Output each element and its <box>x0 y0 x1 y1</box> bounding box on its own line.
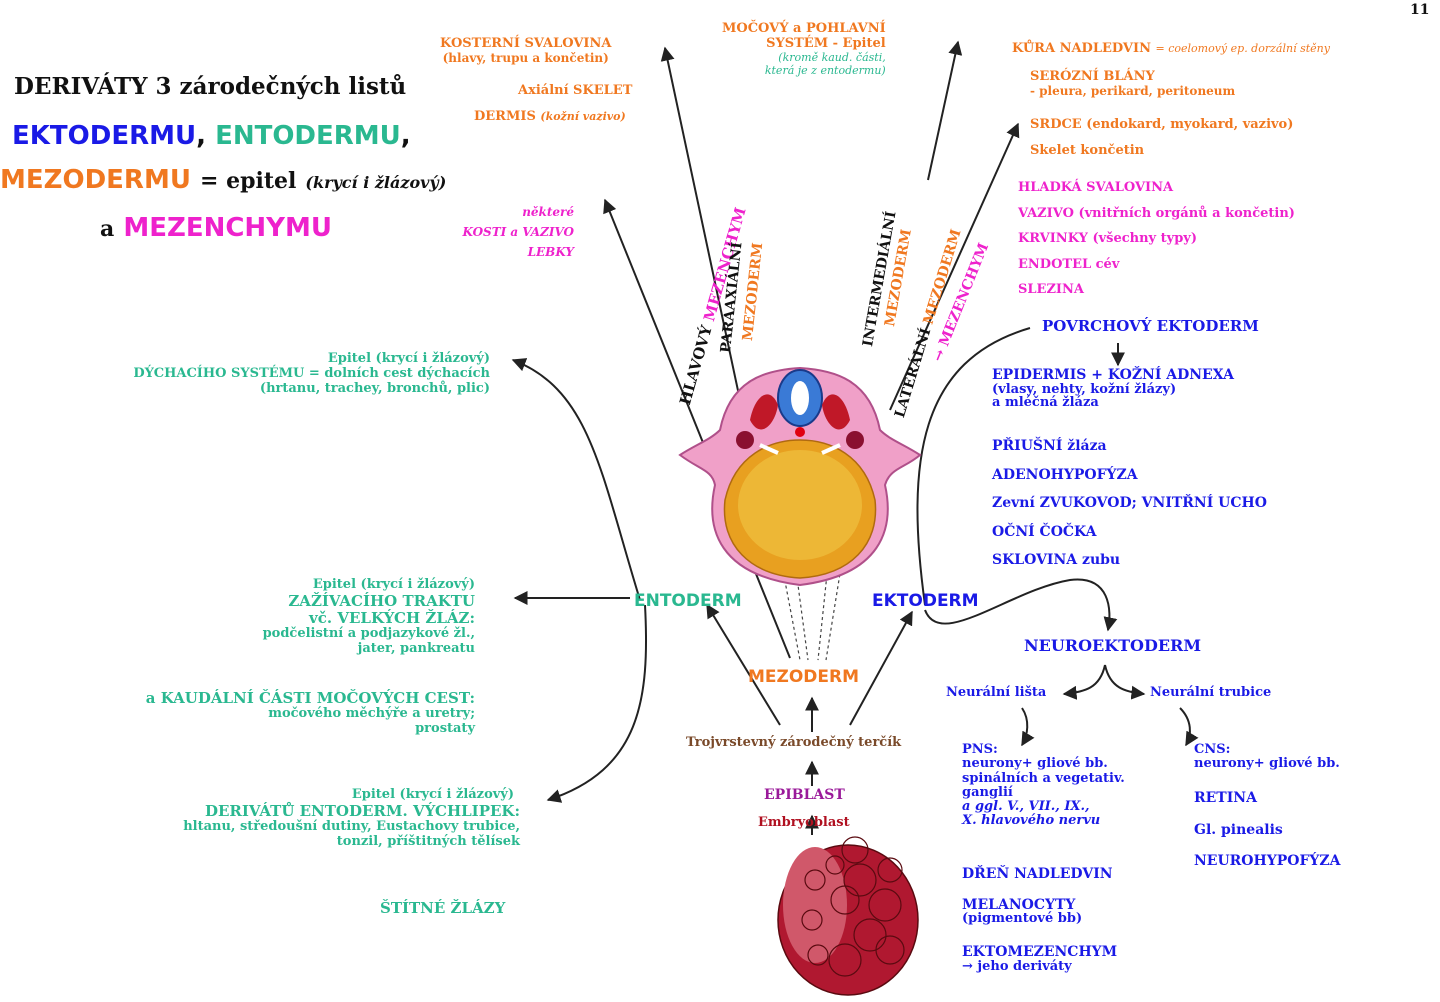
arrow-paraaxialni <box>660 46 741 401</box>
arrow-pns <box>1021 707 1035 747</box>
axialni-skelet: Axiální SKELET <box>518 83 633 98</box>
dychaci-system-block: Epitel (krycí i žlázový) DÝCHACÍHO SYSTÉ… <box>133 351 490 396</box>
srdce: SRDCE (endokard, myokard, vazivo) <box>1030 117 1294 132</box>
embryoblast-label: Embryoblast <box>758 815 850 830</box>
epidermis-block: EPIDERMIS + KOŽNÍ ADNEXA (vlasy, nehty, … <box>992 367 1234 411</box>
title-kryci: (krycí i žlázový) <box>305 173 447 192</box>
ektoderm-label: EKTODERM <box>872 591 979 611</box>
embryoblast-morula-icon <box>777 836 919 996</box>
pns-block: PNS: neurony+ gliové bb. spinálních a ve… <box>962 742 1125 829</box>
arrow-to-ektoderm <box>849 610 913 726</box>
title-ektodermu: EKTODERMU <box>12 121 197 151</box>
arrow-hlavovy-mezenchym <box>603 198 791 659</box>
neurohypofyza: NEUROHYPOFÝZA <box>1194 853 1341 869</box>
title-line2: EKTODERMU, ENTODERMU, <box>12 121 411 151</box>
page-number: 11 <box>1410 2 1430 18</box>
povrchovy-ektoderm: POVRCHOVÝ EKTODERM <box>1042 317 1259 335</box>
dren-nadledvin: DŘEŇ NADLEDVIN <box>962 866 1113 882</box>
kosti-vazivo-lebky: některé KOSTI a VAZIVO LEBKY <box>462 205 574 259</box>
entoderm-label: ENTODERM <box>634 591 742 611</box>
arrow-dychaci <box>511 358 641 601</box>
melanocyty: MELANOCYTY (pigmentové bb) <box>962 897 1083 926</box>
serozni-blany: SERÓZNÍ BLÁNY - pleura, perikard, perito… <box>1030 69 1236 98</box>
retina: RETINA <box>1194 790 1257 806</box>
title-entodermu: ENTODERMU <box>215 121 401 151</box>
epiblast-label: EPIBLAST <box>764 787 845 803</box>
ektoderm-derivatives: PŘIUŠNÍ žláza ADENOHYPOFÝZA Zevní ZVUKOV… <box>992 438 1267 568</box>
kura-nadledvin: KŮRA NADLEDVIN = coelomový ep. dorzální … <box>1012 41 1330 56</box>
arrow-neuralni-lista <box>1062 664 1106 700</box>
mezenchym-derivatives: HLADKÁ SVALOVINA VAZIVO (vnitřních orgán… <box>1018 180 1295 297</box>
line-povrchovy <box>916 327 1031 606</box>
title-mezodermu: MEZODERMU <box>0 165 191 195</box>
zazivaci-trakt-block: Epitel (krycí i žlázový) ZAŽÍVACÍHO TRAK… <box>262 577 475 657</box>
title-line1: DERIVÁTY 3 zárodečných listů <box>14 73 407 100</box>
neuralni-trubice-label: Neurální trubice <box>1150 685 1272 700</box>
title-line3: MEZODERMU = epitel (krycí i žlázový) <box>0 165 447 196</box>
cns-block: CNS: neurony+ gliové bb. <box>1194 742 1340 772</box>
trojvrstevny-tercik-label: Trojvrstevný zárodečný terčík <box>686 735 902 750</box>
arrow-to-entoderm <box>706 603 781 726</box>
title-epitel: = epitel <box>200 168 297 194</box>
ektomezenchym: EKTOMEZENCHYM → jeho deriváty <box>962 944 1118 974</box>
arrow-neuralni-trubice <box>1104 664 1146 700</box>
mezoderm-label: MEZODERM <box>748 667 860 687</box>
neuroektoderm-label: NEUROEKTODERM <box>1024 636 1202 655</box>
gl-pinealis: Gl. pinealis <box>1194 822 1283 838</box>
skelet-koncetin: Skelet končetin <box>1030 143 1145 158</box>
stitne-zlazy: ŠTÍTNÉ ŽLÁZY <box>380 899 506 917</box>
arrow-lateralni <box>889 122 1020 411</box>
title-line4: a MEZENCHYMU <box>100 213 332 243</box>
embryo-cross-section-icon <box>678 366 922 587</box>
arrow-cns <box>1179 707 1199 747</box>
arrow-intermedialni <box>927 40 963 181</box>
mocovy-system-block: MOČOVÝ a POHLAVNÍ SYSTÉM - Epitel (kromě… <box>722 21 886 77</box>
neuralni-lista-label: Neurální lišta <box>946 685 1047 700</box>
title-mezenchymu: MEZENCHYMU <box>123 213 332 243</box>
arrow-neuroektoderm <box>924 578 1118 632</box>
kaudalni-cast-block: a KAUDÁLNÍ ČÁSTI MOČOVÝCH CEST: močového… <box>145 689 475 737</box>
kosterni-svalovina-block: KOSTERNÍ SVALOVINA (hlavy, trupu a konče… <box>440 36 612 65</box>
vychlipky-block: Epitel (krycí i žlázový) DERIVÁTŮ ENTODE… <box>183 787 520 850</box>
arrow-vychlipky <box>546 604 648 803</box>
dermis: DERMIS (kožní vazivo) <box>474 109 626 124</box>
